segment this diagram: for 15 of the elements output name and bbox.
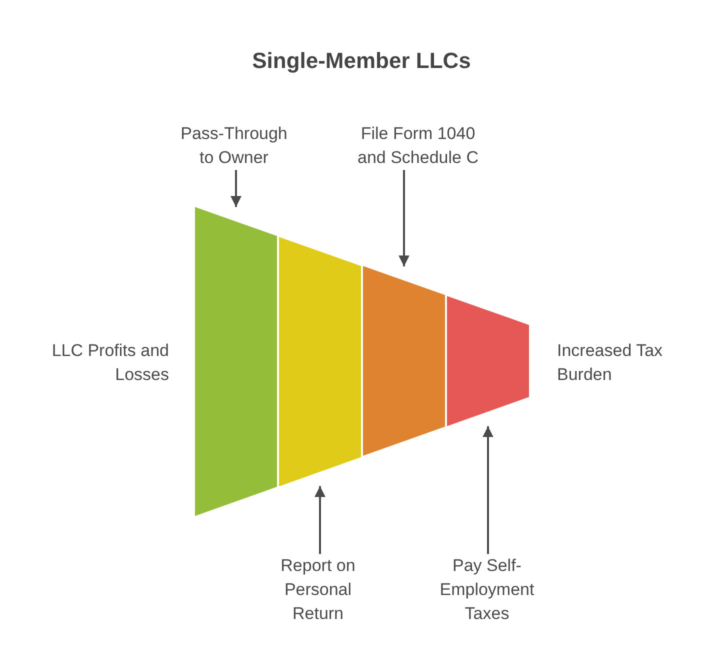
callout-text: Report on Personal Return [271, 554, 365, 626]
callout-text: Pass-Through to Owner [179, 122, 289, 170]
callout-text: Pay Self-Employment Taxes [431, 554, 543, 626]
diagram-title: Single-Member LLCs [251, 47, 472, 75]
funnel-segment [279, 236, 361, 486]
stage-label: LLC Profits and Losses [50, 340, 169, 386]
stage-label: Increased Tax Burden [557, 340, 664, 386]
funnel-segment [363, 266, 445, 456]
funnel-segment [195, 207, 277, 516]
callout-text: File Form 1040 and Schedule C [346, 122, 490, 170]
arrow [398, 170, 410, 266]
arrow [482, 426, 494, 554]
funnel-segment [447, 296, 529, 426]
arrow [314, 486, 326, 554]
arrow [230, 170, 242, 207]
